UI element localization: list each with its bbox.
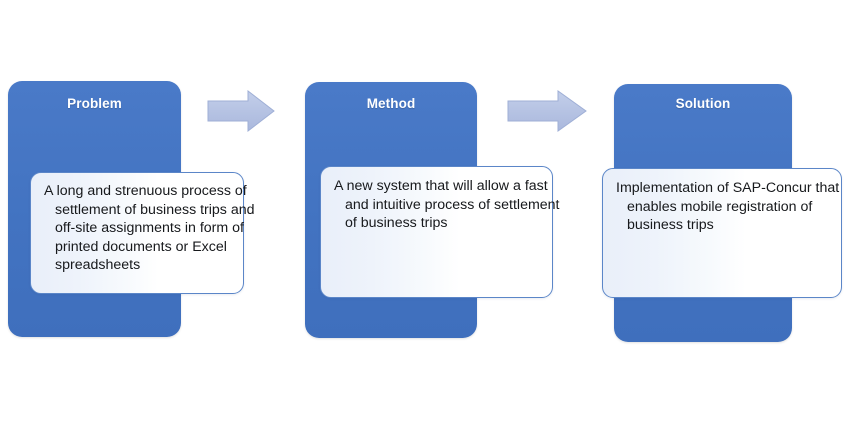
stage-card-method: A new system that will allow a fast and …	[320, 166, 560, 298]
stage-card-problem: A long and strenuous process of settleme…	[30, 172, 255, 294]
stage-card-solution: Implementation of SAP-Concur that enable…	[602, 168, 842, 298]
stage-title-solution: Solution	[675, 96, 731, 111]
stage-title-problem: Problem	[67, 96, 122, 111]
stage-body-problem: A long and strenuous process of settleme…	[44, 183, 255, 274]
stage-body-method: A new system that will allow a fast and …	[334, 178, 560, 232]
right-arrow-icon	[507, 90, 587, 132]
right-arrow-icon	[207, 89, 275, 133]
stage-body-solution: Implementation of SAP-Concur that enable…	[616, 180, 840, 234]
stage-title-method: Method	[366, 96, 416, 111]
